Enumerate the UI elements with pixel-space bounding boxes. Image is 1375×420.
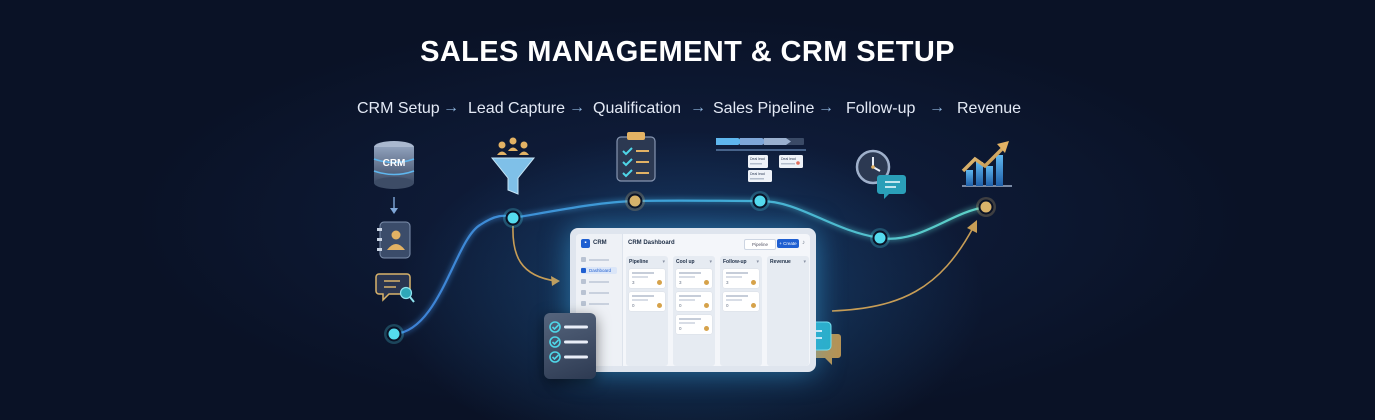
column-title: Pipeline <box>629 259 649 265</box>
clock-chat-icon <box>855 149 906 199</box>
checklist-clipboard-icon <box>616 132 656 182</box>
deal-card[interactable]: 0 <box>676 292 712 311</box>
step-crm-setup: CRM Setup <box>357 100 440 117</box>
deal-card[interactable]: 0 <box>723 292 759 311</box>
card-count: 3 <box>679 280 682 285</box>
kanban-column-revenue: Revenue ▾ <box>767 256 809 366</box>
deal-card[interactable]: 0 <box>629 292 665 311</box>
avatar <box>751 303 756 308</box>
pipeline-card-label: Deal lead <box>781 157 796 161</box>
avatar <box>704 303 709 308</box>
revenue-arrow-head <box>967 220 977 233</box>
step-revenue: Revenue <box>957 100 1022 117</box>
bell-icon[interactable]: ♪ <box>802 240 805 246</box>
card-count: 0 <box>679 326 682 331</box>
card-count: 3 <box>632 280 635 285</box>
chat-search-icon <box>375 273 415 303</box>
checklist-card-icon <box>544 313 596 379</box>
avatar <box>657 303 662 308</box>
step-qualification: Qualification <box>593 100 682 117</box>
crm-logo-icon: ▪ <box>581 239 590 248</box>
avatar <box>704 280 709 285</box>
pipeline-card-label: Deal lead <box>750 172 765 176</box>
crm-logo-text: CRM <box>593 240 607 246</box>
growth-chart-icon <box>961 141 1012 187</box>
column-title: Revenue <box>770 259 791 265</box>
flow-arrow: → <box>690 99 706 116</box>
chevron-down-icon[interactable]: ▾ <box>756 259 759 265</box>
sidebar-item-dashboard[interactable]: Dashboard <box>581 267 617 274</box>
card-count: 3 <box>726 280 729 285</box>
kanban-column-follow-up: Follow-up ▾ 3 0 <box>720 256 762 366</box>
down-arrow-head <box>390 208 398 214</box>
sidebar-item[interactable] <box>581 278 617 285</box>
node-lead-capture <box>503 208 523 228</box>
contact-book-icon <box>377 221 411 259</box>
chevron-down-icon[interactable]: ▾ <box>662 259 665 265</box>
card-count: 0 <box>679 303 682 308</box>
sidebar-item[interactable] <box>581 289 617 296</box>
kanban-column-pipeline: Pipeline ▾ 3 0 <box>626 256 668 366</box>
revenue-arrow <box>831 225 975 312</box>
node-sales-pipeline <box>750 191 770 211</box>
sidebar-item[interactable] <box>581 300 617 307</box>
column-title: Follow-up <box>723 259 747 265</box>
page-title: SALES MANAGEMENT & CRM SETUP <box>420 36 955 68</box>
flow-arrow: → <box>569 99 585 116</box>
pipeline-timeline-icon: Deal lead Deal lead Deal lead <box>716 138 806 182</box>
kanban-column-cool-up: Cool up ▾ 3 0 0 <box>673 256 715 366</box>
dashboard-title: CRM Dashboard <box>628 240 675 246</box>
avatar <box>751 280 756 285</box>
pipeline-card-label: Deal lead <box>750 157 765 161</box>
deal-card[interactable]: 0 <box>676 315 712 334</box>
card-count: 0 <box>726 303 729 308</box>
node-follow-up <box>870 228 890 248</box>
chevron-down-icon[interactable]: ▾ <box>709 259 712 265</box>
database-icon: CRM <box>373 141 415 189</box>
deal-card[interactable]: 3 <box>629 269 665 288</box>
column-title: Cool up <box>676 259 695 265</box>
avatar <box>657 280 662 285</box>
crm-dashboard-device: ▪ CRM Dashboard CRM Dashboard Pipeline +… <box>570 228 816 372</box>
node-crm-setup <box>384 324 404 344</box>
step-follow-up: Follow-up <box>846 100 916 117</box>
flow-arrow: → <box>443 99 459 116</box>
lead-funnel-icon <box>490 137 536 195</box>
crm-dashboard-screen: ▪ CRM Dashboard CRM Dashboard Pipeline +… <box>576 234 810 366</box>
branch-arrow-head <box>551 276 560 286</box>
create-button[interactable]: + Create <box>777 239 799 248</box>
node-revenue <box>976 197 996 217</box>
sidebar-item[interactable] <box>581 256 617 263</box>
flow-arrow: → <box>818 99 834 116</box>
database-label: CRM <box>383 158 406 169</box>
step-sales-pipeline: Sales Pipeline <box>713 100 815 117</box>
deal-card[interactable]: 3 <box>723 269 759 288</box>
deal-card[interactable]: 3 <box>676 269 712 288</box>
node-qualification <box>625 191 645 211</box>
chevron-down-icon[interactable]: ▾ <box>803 259 806 265</box>
pipeline-select[interactable]: Pipeline <box>744 239 776 250</box>
avatar <box>704 326 709 331</box>
card-count: 0 <box>632 303 635 308</box>
branch-arrow <box>512 225 557 282</box>
flow-arrow: → <box>929 99 945 116</box>
sidebar-item-label: Dashboard <box>589 268 612 273</box>
step-lead-capture: Lead Capture <box>468 100 565 117</box>
